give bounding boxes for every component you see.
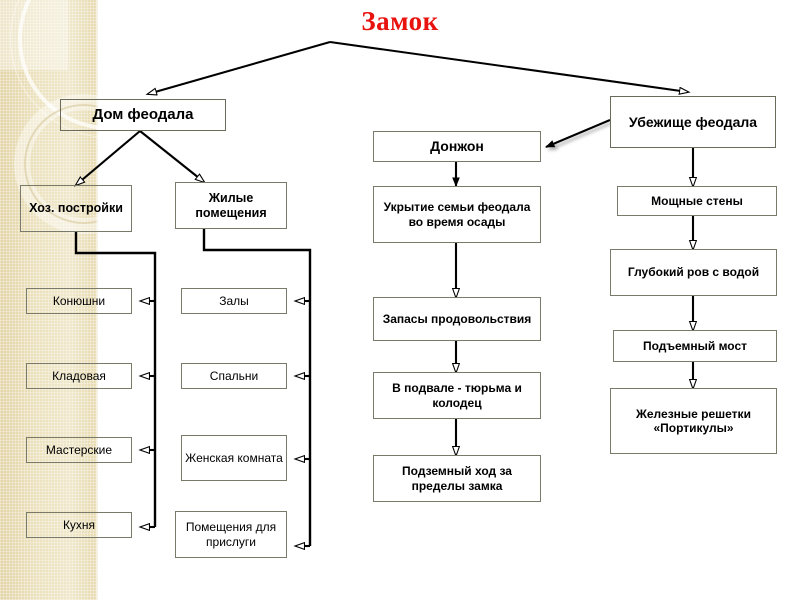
node-label: Глубокий ров с водой (627, 265, 760, 280)
node-label: Мощные стены (651, 193, 743, 208)
node-utility-buildings[interactable]: Хоз. постройки (20, 185, 132, 232)
node-donjon[interactable]: Донжон (373, 131, 541, 162)
node-label: Убежище феодала (628, 113, 758, 130)
node-refuge-of-feudal-lord[interactable]: Убежище феодала (610, 96, 776, 148)
node-kitchen[interactable]: Кухня (26, 512, 132, 538)
node-label: Женская комната (185, 450, 283, 465)
node-label: Жилые помещения (195, 190, 267, 220)
node-label: Подъемный мост (642, 338, 748, 353)
node-basement-prison-and-well[interactable]: В подвале - тюрьма и колодец (373, 372, 541, 419)
node-deep-moat-with-water[interactable]: Глубокий ров с водой (610, 249, 777, 296)
node-stables[interactable]: Конюшни (26, 288, 132, 314)
node-shelter-for-family[interactable]: Укрытие семьи феодала во время осады (373, 186, 541, 243)
node-label: Помещения для прислуги (185, 520, 277, 549)
node-label: Хоз. постройки (29, 201, 123, 216)
page-title: Замок (361, 6, 439, 36)
node-bedrooms[interactable]: Спальни (181, 363, 287, 389)
node-label: Залы (219, 293, 249, 308)
node-label: Укрытие семьи феодала во время осады (383, 200, 531, 229)
node-label: Донжон (430, 138, 484, 155)
node-label: Запасы продовольствия (382, 311, 532, 326)
node-label: Конюшни (52, 293, 106, 308)
node-underground-passage[interactable]: Подземный ход за пределы замка (373, 455, 541, 502)
node-label: Кухня (62, 517, 96, 532)
node-servants-quarters[interactable]: Помещения для прислуги (175, 511, 287, 558)
node-label: Мастерские (45, 442, 113, 457)
node-iron-portcullis[interactable]: Железные решетки «Портикулы» (610, 388, 777, 454)
node-storeroom[interactable]: Кладовая (26, 363, 132, 389)
node-womens-room[interactable]: Женская комната (181, 435, 287, 481)
node-house-of-feudal-lord[interactable]: Дом феодала (60, 99, 226, 131)
node-living-quarters[interactable]: Жилые помещения (175, 182, 287, 229)
node-label: В подвале - тюрьма и колодец (392, 381, 522, 410)
node-mighty-walls[interactable]: Мощные стены (617, 186, 777, 216)
node-label: Подземный ход за пределы замка (402, 464, 512, 493)
node-drawbridge[interactable]: Подъемный мост (613, 330, 777, 362)
node-label: Спальни (209, 368, 259, 383)
node-halls[interactable]: Залы (181, 288, 287, 314)
node-workshops[interactable]: Мастерские (26, 437, 132, 463)
node-label: Кладовая (52, 368, 106, 383)
node-food-supplies[interactable]: Запасы продовольствия (373, 297, 541, 341)
node-label: Железные решетки «Портикулы» (636, 406, 751, 435)
node-label: Дом феодала (92, 106, 194, 124)
